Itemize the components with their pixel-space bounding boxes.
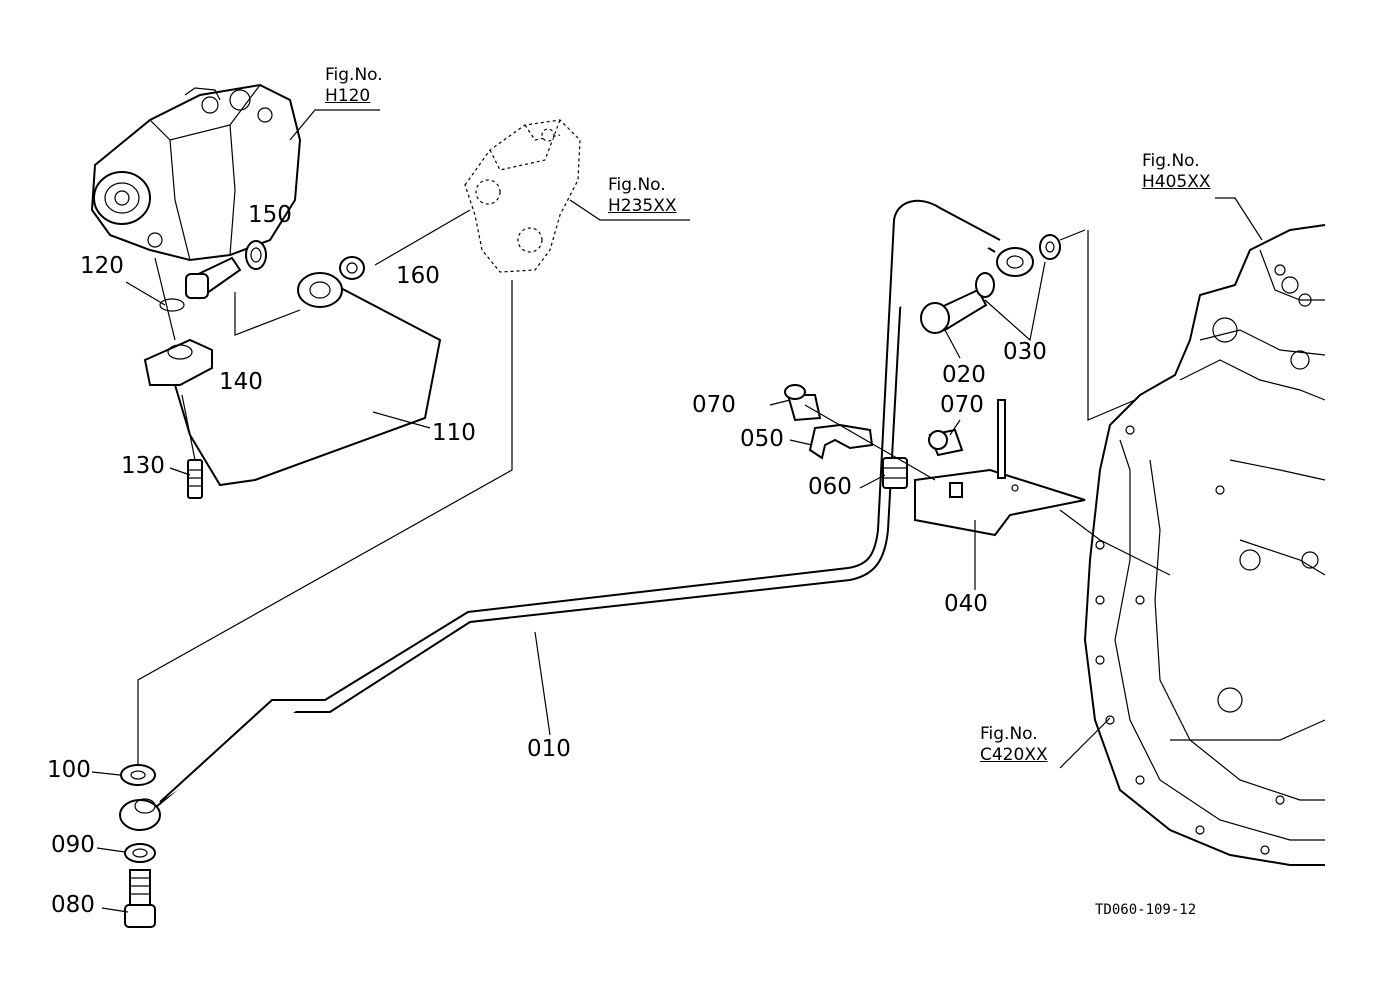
hydraulic-pump [90,83,302,262]
label-110: 110 [432,420,476,446]
valve-to-100-line [137,280,513,770]
washer-090 [124,843,156,863]
fig-ref-h120-code: H120 [325,86,371,107]
fig-ref-h120-prefix: Fig.No. [325,65,383,85]
label-070-upper: 070 [692,392,736,418]
reference-code: TD060-109-12 [1095,902,1197,918]
leader-030 [984,261,1046,342]
label-030: 030 [1003,339,1047,365]
pipe-010-top-eye [996,247,1034,277]
label-080: 080 [51,892,95,918]
fig-ref-c420[interactable]: Fig.No. C420XX [980,724,1048,767]
washer-030-a [975,272,995,298]
fig-h235-leader [569,199,690,221]
label-010: 010 [527,736,571,762]
label-040: 040 [944,591,988,617]
label-leaders [91,281,961,913]
label-020: 020 [942,362,986,388]
fig-ref-h405[interactable]: Fig.No. H405XX [1142,151,1211,194]
fig-ref-h405-prefix: Fig.No. [1142,151,1200,171]
fitting-block [143,338,213,386]
valve-block [464,119,581,273]
fig-h120-leader [289,109,380,141]
washer-030-b [1039,234,1061,260]
bolt-070-lower [928,428,964,457]
clamp-050 [808,423,874,460]
bolt-070-line [804,404,936,481]
label-160: 160 [396,263,440,289]
washer-150 [245,240,267,270]
fig-ref-h120[interactable]: Fig.No. H120 [325,65,383,108]
leader-160 [374,209,471,266]
o-ring-120 [159,298,185,312]
washer-100 [120,764,156,786]
pipe-010-eye [119,799,161,831]
bolt-140 [185,256,242,300]
bolt-080 [124,869,156,928]
fig-ref-h235[interactable]: Fig.No. H235XX [608,175,677,218]
label-140: 140 [219,369,263,395]
label-070-lower: 070 [940,392,984,418]
pipe-110-eye [297,272,343,308]
pipe-010 [149,199,1001,813]
bracket-to-housing-line [1059,509,1171,576]
leader-150-140 [234,292,301,336]
pipe-110 [174,284,442,487]
fig-h405-leader [1215,197,1263,241]
label-090: 090 [51,832,95,858]
label-150: 150 [248,202,292,228]
part-030-leader-to-housing [1087,230,1136,421]
label-050: 050 [740,426,784,452]
transmission-housing [1083,224,1326,866]
label-100: 100 [47,757,91,783]
label-060: 060 [808,474,852,500]
fig-c420-leader [1059,717,1111,769]
fig-ref-h235-prefix: Fig.No. [608,175,666,195]
bolt-020 [920,288,988,334]
fig-ref-h235-code: H235XX [608,196,677,217]
fig-ref-c420-prefix: Fig.No. [980,724,1038,744]
label-120: 120 [80,253,124,279]
fig-ref-c420-code: C420XX [980,745,1048,766]
bracket-040 [914,399,1086,537]
bolt-130 [181,394,203,499]
fig-ref-h405-code: H405XX [1142,172,1211,193]
bolt-070-upper [784,384,822,422]
washer-160 [339,256,365,280]
label-130: 130 [121,453,165,479]
stud-axis [154,257,176,341]
collar-060 [882,457,908,489]
